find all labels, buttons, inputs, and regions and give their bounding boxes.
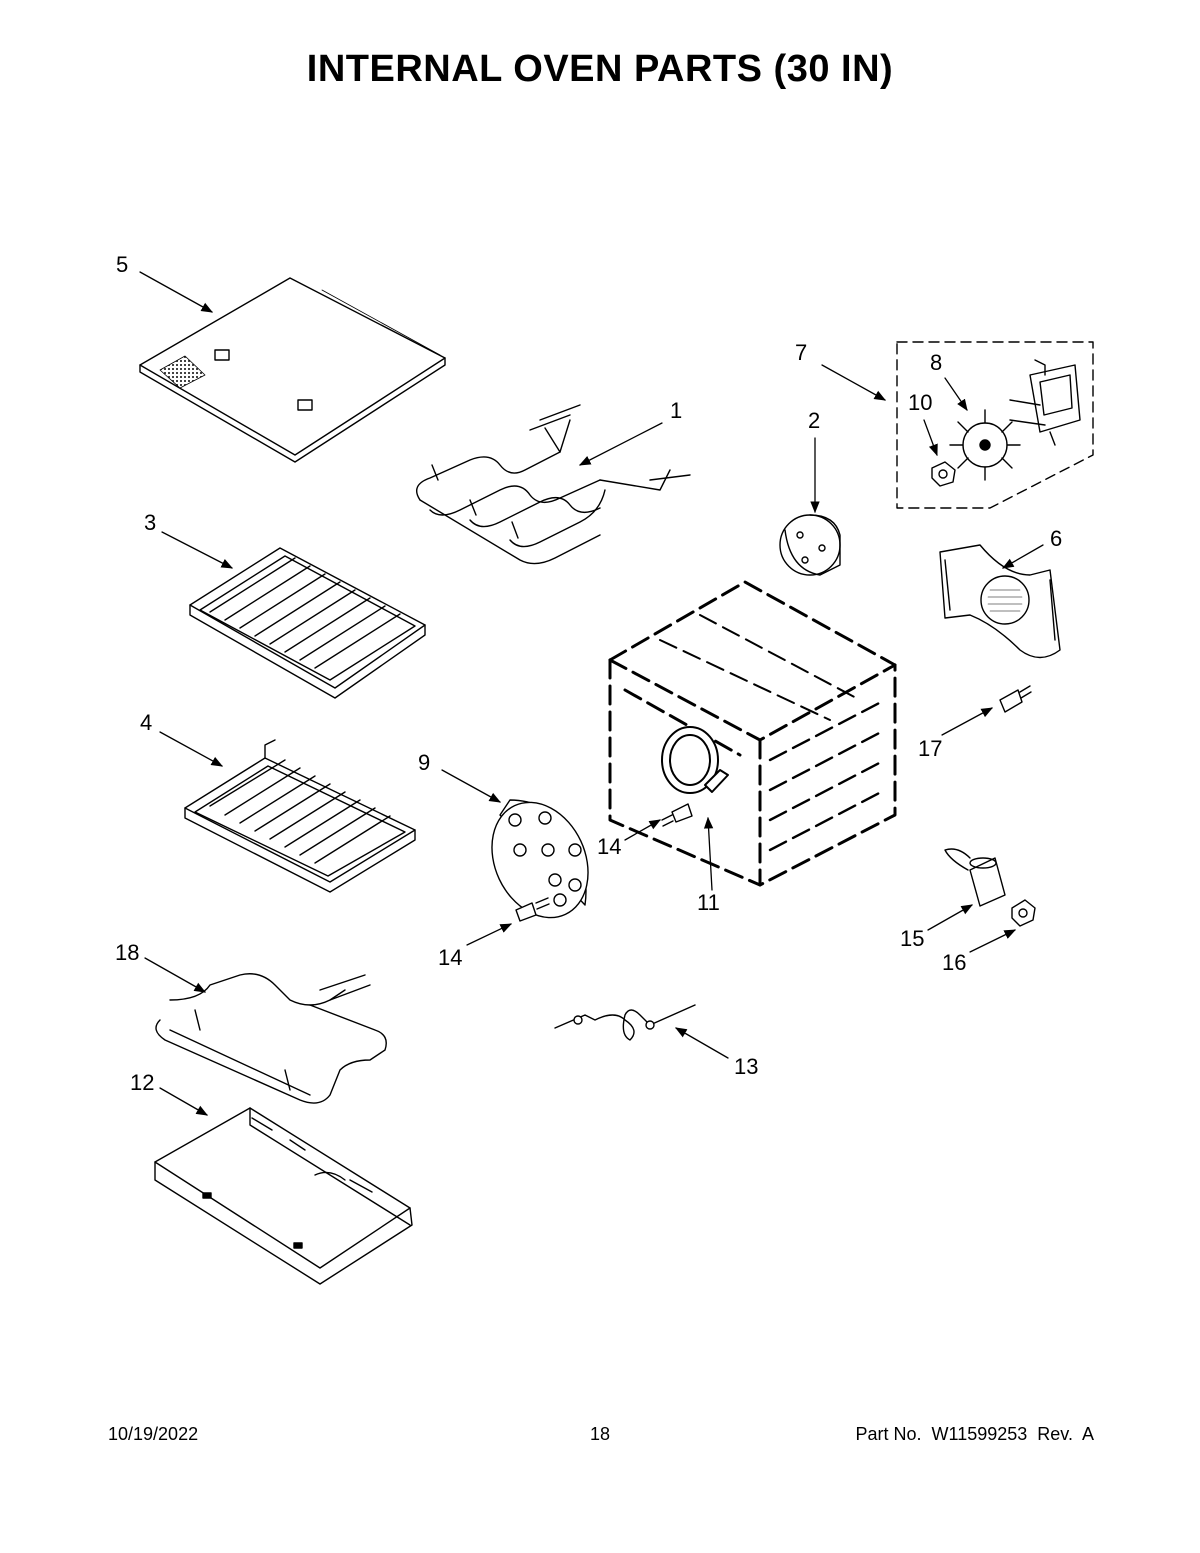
footer-part-number: Part No. W11599253 Rev. A bbox=[855, 1424, 1094, 1444]
callout-1: 1 bbox=[670, 398, 682, 423]
lower-cover-part bbox=[154, 1107, 413, 1285]
callout-14b: 14 bbox=[438, 945, 462, 970]
callout-18: 18 bbox=[115, 940, 139, 965]
screw-14b-part bbox=[515, 897, 550, 922]
callout-14a: 14 bbox=[597, 834, 621, 859]
sensor-connector-part bbox=[944, 848, 1006, 907]
callout-3: 3 bbox=[144, 510, 156, 535]
rear-fan-cover-part bbox=[939, 544, 1061, 659]
roll-out-rack-part bbox=[184, 739, 416, 893]
cavity-fan-bracket bbox=[661, 726, 729, 794]
callout-16: 16 bbox=[942, 950, 966, 975]
callout-4: 4 bbox=[140, 710, 152, 735]
callout-15: 15 bbox=[900, 926, 924, 951]
callout-5: 5 bbox=[116, 252, 128, 277]
nut-16-part bbox=[1011, 899, 1036, 927]
screw-14a-part bbox=[661, 803, 693, 827]
top-panel-part bbox=[139, 277, 446, 463]
callout-6: 6 bbox=[1050, 526, 1062, 551]
callout-labels: 5 1 7 8 10 2 3 6 4 9 17 14 11 14 18 15 1… bbox=[115, 252, 1062, 1095]
callout-7: 7 bbox=[795, 340, 807, 365]
meat-probe-part bbox=[554, 1004, 696, 1041]
callout-10: 10 bbox=[908, 390, 932, 415]
fan-cover-part bbox=[779, 514, 841, 576]
callout-13: 13 bbox=[734, 1054, 758, 1079]
callout-9: 9 bbox=[418, 750, 430, 775]
bake-element-part bbox=[155, 973, 387, 1104]
callout-17: 17 bbox=[918, 736, 942, 761]
leader-lines bbox=[139, 271, 1044, 1116]
callout-12: 12 bbox=[130, 1070, 154, 1095]
callout-11: 11 bbox=[697, 890, 720, 915]
heat-shield-part bbox=[491, 799, 589, 919]
callout-8: 8 bbox=[930, 350, 942, 375]
footer-page-number: 18 bbox=[589, 1424, 611, 1444]
oven-cavity-part bbox=[608, 580, 897, 887]
convection-fan-assembly-part bbox=[896, 341, 1094, 509]
page-title: INTERNAL OVEN PARTS (30 IN) bbox=[306, 48, 894, 90]
footer-date: 10/19/2022 bbox=[108, 1424, 199, 1444]
broil-element-part bbox=[416, 404, 691, 565]
oven-rack-part bbox=[189, 547, 426, 699]
screw-17-part bbox=[999, 685, 1032, 713]
callout-2: 2 bbox=[808, 408, 820, 433]
